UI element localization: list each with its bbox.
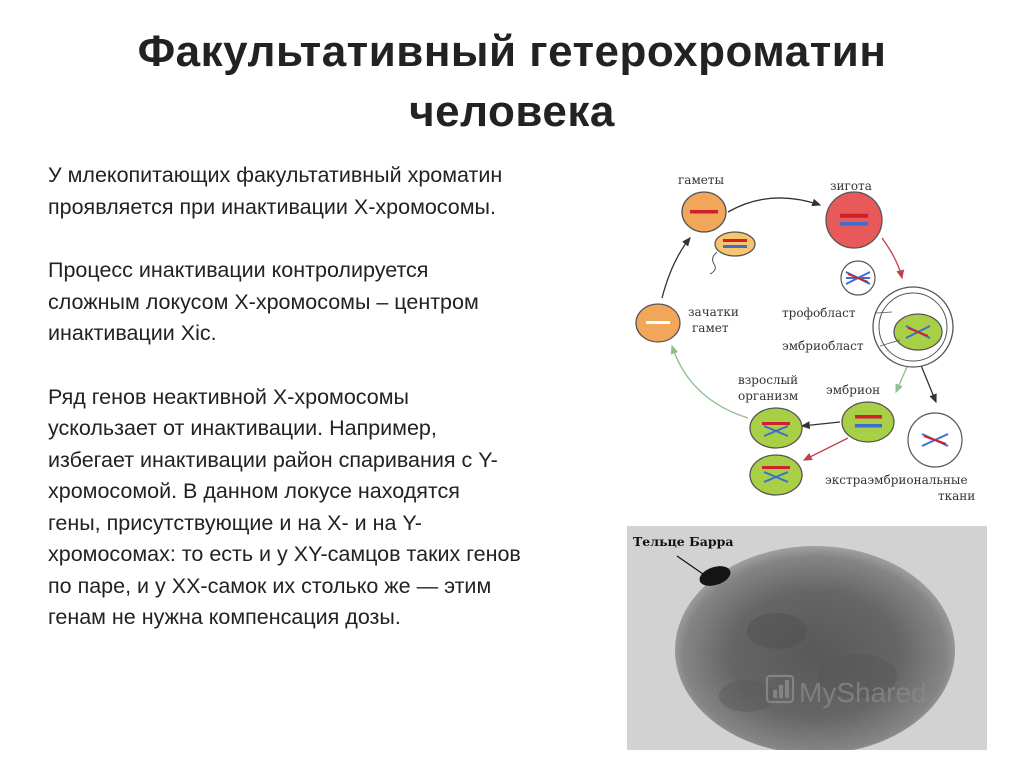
title-line-2: человека bbox=[409, 87, 615, 136]
gamete-1-x-bar bbox=[690, 210, 718, 214]
watermark-text: MyShared bbox=[799, 677, 927, 708]
label-trophoblast: трофобласт bbox=[782, 306, 856, 320]
arrow-zygote-to-blastocyst bbox=[881, 237, 905, 280]
label-extraembryonic-1: экстраэмбриональные bbox=[825, 473, 968, 487]
title-line-1: Факультативный гетерохроматин bbox=[137, 27, 887, 76]
x-inactivation-cycle-diagram: гаметы зигота трофобласт эмбриобласт зач… bbox=[635, 173, 975, 503]
label-embryo: эмбрион bbox=[826, 383, 880, 397]
label-adult-1: взрослый bbox=[738, 373, 798, 387]
paragraph-3: Ряд генов неактивной Х-хромосомы ускольз… bbox=[48, 384, 521, 630]
label-extraembryonic-2: ткани bbox=[938, 489, 975, 503]
arrow-adult-to-primordia bbox=[670, 344, 749, 419]
embryo-cell bbox=[841, 401, 895, 443]
arrow-embryo-to-adult bbox=[800, 421, 841, 430]
nucleus bbox=[675, 546, 955, 750]
sperm-tail bbox=[709, 251, 718, 275]
gamete-cell-2 bbox=[714, 231, 756, 257]
label-gametes: гаметы bbox=[678, 173, 725, 187]
arrow-gametes-to-zygote bbox=[727, 197, 822, 213]
adult-cell-1 bbox=[749, 407, 803, 449]
watermark-icon bbox=[765, 674, 795, 704]
adult-cell-2 bbox=[749, 454, 803, 496]
body-text: У млекопитающих факультативный хроматин … bbox=[48, 160, 608, 666]
label-adult-2: организм bbox=[738, 389, 798, 403]
slide-title: Факультативный гетерохроматин человека bbox=[0, 22, 1024, 142]
zygote-cell bbox=[825, 191, 883, 249]
paragraph-1: У млекопитающих факультативный хроматин … bbox=[48, 163, 503, 219]
watermark-logo: MyShared bbox=[765, 674, 927, 708]
arrow-embryo-to-adult-red bbox=[802, 437, 849, 461]
zygote-x-bar-2 bbox=[840, 222, 868, 226]
zygote-x-bar-1 bbox=[839, 213, 869, 218]
label-primordia-2: гамет bbox=[692, 321, 729, 335]
gamete-2-y-bar bbox=[723, 245, 747, 248]
barr-body bbox=[699, 566, 731, 586]
barr-body-micrograph: Тельце Барра MyShared bbox=[627, 526, 987, 750]
paragraph-2: Процесс инактивации контролируется сложн… bbox=[48, 258, 479, 345]
barr-body-label: Тельце Барра bbox=[633, 534, 733, 549]
gamete-2-x-bar bbox=[723, 239, 747, 242]
arrow-primordia-to-gametes bbox=[661, 236, 691, 299]
label-zygote: зигота bbox=[830, 179, 872, 193]
label-embryoblast: эмбриобласт bbox=[782, 339, 864, 353]
label-primordia-1: зачатки bbox=[688, 305, 739, 319]
